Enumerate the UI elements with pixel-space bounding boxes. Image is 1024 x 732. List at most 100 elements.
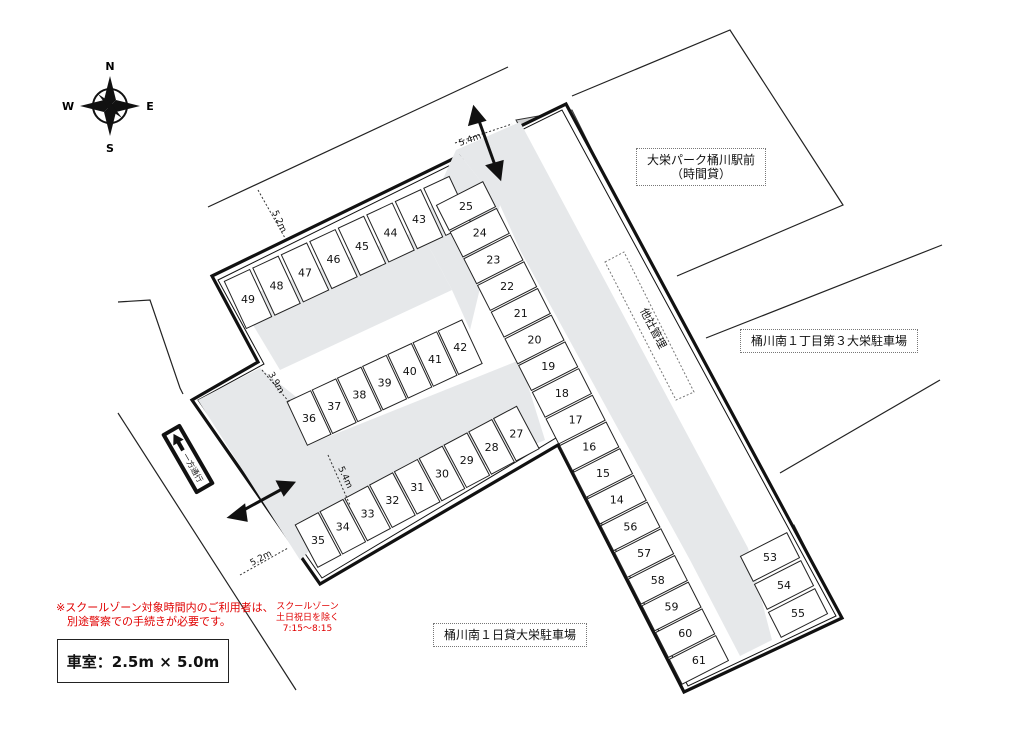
school-zone-line2: 別途警察での手続きが必要です。 (56, 615, 231, 628)
parking-space-22: 22 (476, 261, 538, 312)
parking-space-14: 14 (586, 474, 647, 525)
school-zone-line1: ※スクールゾーン対象時間内のご利用者は、 (56, 601, 274, 614)
parking-space-32: 32 (368, 472, 416, 529)
parking-space-number: 59 (665, 601, 679, 614)
double-arrow-icon (467, 104, 504, 182)
parking-space-35: 35 (294, 512, 342, 568)
parking-space-number: 48 (270, 280, 284, 293)
parking-space-49: 49 (223, 268, 273, 330)
parking-space-number: 53 (763, 551, 777, 564)
parking-space-17: 17 (545, 394, 606, 445)
parking-space-number: 38 (352, 388, 366, 401)
parking-space-57: 57 (613, 528, 675, 579)
daily-lot-label: 桶川南１日貸大栄駐車場 (433, 623, 588, 647)
parking-space-number: 44 (384, 227, 398, 240)
parking-space-number: 41 (428, 353, 442, 366)
taiei-park-line2: （時間貸） (671, 167, 732, 181)
parking-space-number: 23 (486, 253, 500, 266)
parking-space-number: 39 (378, 377, 392, 390)
parking-space-47: 47 (280, 242, 330, 303)
parking-space-36: 36 (286, 390, 332, 446)
parking-space-number: 43 (412, 213, 426, 226)
parking-space-42: 42 (437, 319, 483, 376)
parking-space-61: 61 (668, 634, 730, 685)
parking-space-27: 27 (492, 405, 540, 462)
parking-space-number: 37 (327, 400, 341, 413)
parking-space-number: 58 (651, 574, 665, 587)
parking-space-39: 39 (362, 354, 408, 411)
parking-space-number: 14 (610, 494, 624, 507)
parking-space-16: 16 (559, 421, 620, 472)
property-lines (117, 29, 943, 691)
parking-space-55: 55 (767, 588, 829, 638)
parking-space-number: 49 (241, 293, 255, 306)
taiei-park-line1: 大栄パーク桶川駅前 (647, 153, 756, 167)
parking-space-54: 54 (753, 560, 815, 610)
parking-space-43: 43 (394, 189, 444, 250)
school-zone-time-line1: スクールゾーン (276, 602, 339, 612)
parking-space-number: 30 (435, 468, 449, 481)
parking-space-number: 56 (623, 520, 637, 533)
dim-bottom-road: 5.2m (249, 549, 274, 569)
compass-n: N (105, 60, 114, 73)
parking-space-number: 19 (541, 360, 555, 373)
no3-lot-label: 桶川南１丁目第３大栄駐車場 (740, 329, 919, 353)
parking-space-37: 37 (311, 378, 357, 435)
parking-space-number: 29 (460, 454, 474, 467)
parking-spaces: 4948474645444326252423222120191817161514… (223, 175, 829, 685)
parking-space-number: 22 (500, 280, 514, 293)
parking-space-30: 30 (418, 445, 466, 502)
dim-top-road: 5.2m (269, 209, 288, 234)
parking-space-number: 21 (514, 307, 528, 320)
parking-space-20: 20 (504, 314, 565, 365)
parking-space-28: 28 (468, 418, 516, 475)
parking-space-number: 18 (555, 387, 569, 400)
parking-space-46: 46 (309, 228, 358, 290)
taiei-park-label: 大栄パーク桶川駅前 （時間貸） (636, 148, 767, 186)
parking-space-34: 34 (319, 498, 367, 555)
parking-space-19: 19 (518, 341, 579, 392)
parking-space-number: 36 (302, 412, 316, 425)
parking-space-number: 32 (385, 494, 399, 507)
parking-space-number: 33 (361, 507, 375, 520)
parking-space-24: 24 (449, 207, 510, 258)
school-zone-note: ※スクールゾーン対象時間内のご利用者は、 別途警察での手続きが必要です。 (56, 601, 274, 629)
parking-space-number: 27 (509, 428, 523, 441)
school-zone-time-line2: 土日祝日を除く (276, 613, 340, 623)
double-arrow-icon (226, 480, 297, 522)
compass-w: W (62, 100, 74, 113)
parking-space-number: 17 (569, 414, 583, 427)
compass-e: E (146, 100, 154, 113)
parking-space-59: 59 (641, 581, 702, 632)
parking-space-25: 25 (435, 181, 497, 231)
parking-space-number: 15 (596, 467, 610, 480)
parking-space-18: 18 (531, 367, 593, 418)
parking-space-number: 55 (791, 607, 805, 620)
parking-space-number: 40 (403, 365, 417, 378)
parking-space-58: 58 (627, 554, 688, 605)
parking-space-number: 45 (355, 240, 369, 253)
parking-space-45: 45 (337, 215, 387, 276)
parking-space-15: 15 (572, 448, 634, 498)
parking-space-number: 60 (678, 627, 692, 640)
compass-s: S (106, 142, 114, 155)
parking-space-21: 21 (490, 287, 551, 338)
compass-rose-icon: N S W E (62, 60, 154, 155)
parking-space-number: 54 (777, 579, 791, 592)
parking-space-number: 25 (459, 200, 473, 213)
school-zone-time-note: スクールゾーン 土日祝日を除く 7:15～8:15 (276, 602, 339, 635)
parking-space-53: 53 (739, 532, 801, 582)
parking-space-number: 34 (336, 521, 350, 534)
parking-space-48: 48 (252, 255, 301, 316)
parking-space-number: 24 (473, 227, 487, 240)
parking-space-31: 31 (393, 458, 441, 515)
parking-space-60: 60 (655, 608, 716, 659)
parking-space-56: 56 (600, 501, 661, 552)
dimension-marks (239, 123, 513, 576)
parking-space-number: 16 (582, 440, 596, 453)
parking-space-number: 31 (410, 481, 424, 494)
car-size-box: 車室：2.5m × 5.0m (57, 639, 229, 683)
parking-space-number: 61 (692, 654, 706, 667)
school-zone-time-line3: 7:15～8:15 (282, 624, 333, 634)
